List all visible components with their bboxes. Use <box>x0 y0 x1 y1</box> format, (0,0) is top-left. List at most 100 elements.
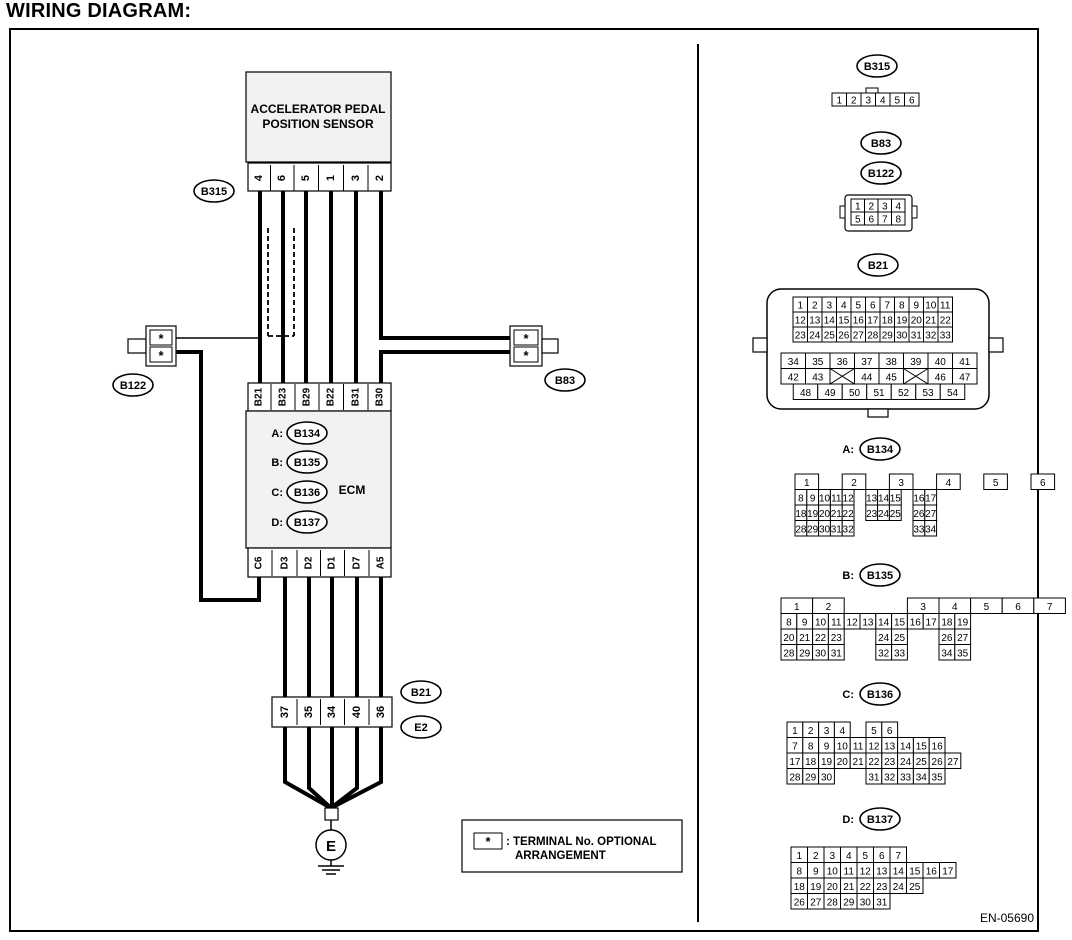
e2-tag: E2 <box>400 715 442 739</box>
b_b135-cell-24: 24 <box>878 633 890 644</box>
b21-cell-41: 41 <box>959 357 971 368</box>
svg-text:E2: E2 <box>414 722 427 734</box>
a_b134-cell-29: 29 <box>807 524 819 535</box>
c_b136-view-tag: B136 <box>859 682 901 706</box>
d_b137-cell-3: 3 <box>829 851 835 862</box>
c_b136-cell-21: 21 <box>853 757 865 768</box>
d_b137-cell-8: 8 <box>796 866 802 877</box>
c_b136-cell-31: 31 <box>868 772 880 783</box>
ecm-pin-B31: B31 <box>351 387 362 406</box>
sensor-label-line2: POSITION SENSOR <box>262 117 374 131</box>
ecm-pin-D7: D7 <box>352 556 363 569</box>
a_b134-prefix: A: <box>842 444 854 456</box>
b_b135-cell-26: 26 <box>941 633 953 644</box>
b315-cell-6: 6 <box>909 96 915 107</box>
b21-cell-31: 31 <box>911 331 923 342</box>
b_b135-cell-7: 7 <box>1047 602 1053 613</box>
b21-cell-45: 45 <box>886 372 898 383</box>
b21-cell-32: 32 <box>925 331 937 342</box>
c_b136-cell-27: 27 <box>947 757 959 768</box>
ecm-connector-b136-tag-label: B136 <box>294 487 320 499</box>
sensor-pin-3: 3 <box>350 175 362 181</box>
sensor-pin-1: 1 <box>325 175 337 181</box>
a_b134-cell-30: 30 <box>819 524 831 535</box>
b21-cell-16: 16 <box>853 316 865 327</box>
d_b137-cell-22: 22 <box>860 882 872 893</box>
a_b134-cell-26: 26 <box>913 509 925 520</box>
d_b137-view-tag-label: B137 <box>867 814 893 826</box>
b_b135-cell-5: 5 <box>984 602 990 613</box>
ecm-label: ECM <box>339 483 366 497</box>
d_b137-cell-5: 5 <box>862 851 868 862</box>
ecm-pin-B30: B30 <box>375 387 386 406</box>
b122-tag: B122 <box>112 373 154 397</box>
b21-cell-51: 51 <box>873 388 885 399</box>
legend-box: * : TERMINAL No. OPTIONAL ARRANGEMENT <box>461 819 683 873</box>
d_b137-cell-27: 27 <box>810 897 822 908</box>
d_b137-cell-10: 10 <box>827 866 839 877</box>
b_b135-cell-20: 20 <box>783 633 795 644</box>
b21-cell-6: 6 <box>870 301 876 312</box>
svg-text:E: E <box>326 838 336 855</box>
ground-pin-37: 37 <box>279 706 291 718</box>
c_b136-cell-26: 26 <box>932 757 944 768</box>
a_b134-cell-21: 21 <box>831 509 843 520</box>
d_b137-cell-7: 7 <box>895 851 901 862</box>
b21-cell-30: 30 <box>896 331 908 342</box>
sensor-connector <box>247 162 392 192</box>
d_b137-cell-20: 20 <box>827 882 839 893</box>
b21-cell-52: 52 <box>898 388 910 399</box>
d_b137-cell-29: 29 <box>843 897 855 908</box>
b21-cell-11: 11 <box>940 301 951 312</box>
c_b136-cell-5: 5 <box>871 726 877 737</box>
b21-cell-53: 53 <box>922 388 934 399</box>
d_b137-cell-1: 1 <box>796 851 802 862</box>
b_b135-cell-28: 28 <box>783 648 795 659</box>
b_b135-cell-11: 11 <box>831 617 842 628</box>
b21-cell-19: 19 <box>896 316 908 327</box>
ecm-pin-D3: D3 <box>280 556 291 569</box>
b21-cell-49: 49 <box>824 388 836 399</box>
c_b136-cell-34: 34 <box>916 772 928 783</box>
ecm-connector-prefix: B: <box>271 457 283 469</box>
b315-view-tag: B315 <box>856 54 898 78</box>
b21-cell-14: 14 <box>824 316 836 327</box>
b21-cell-42: 42 <box>788 372 800 383</box>
b_b135-cell-14: 14 <box>878 617 890 628</box>
svg-text:*: * <box>158 348 164 363</box>
b21-cell-24: 24 <box>809 331 821 342</box>
b21-cell-38: 38 <box>886 357 898 368</box>
c_b136-cell-35: 35 <box>932 772 944 783</box>
a_b134-cell-13: 13 <box>866 493 878 504</box>
b_b135-cell-18: 18 <box>941 617 953 628</box>
d_b137-view-tag: B137 <box>859 807 901 831</box>
c_b136-cell-3: 3 <box>824 726 830 737</box>
b_b135-cell-6: 6 <box>1015 602 1021 613</box>
c_b136-cell-25: 25 <box>916 757 928 768</box>
c_b136-cell-23: 23 <box>884 757 896 768</box>
d_b137-cell-9: 9 <box>813 866 819 877</box>
b21-view-tag: B21 <box>857 253 899 277</box>
d_b137-cell-17: 17 <box>942 866 954 877</box>
a_b134-cell-32: 32 <box>843 524 855 535</box>
b_b135-cell-30: 30 <box>815 648 827 659</box>
b83-tag: B83 <box>544 368 586 392</box>
a_b134-cell-24: 24 <box>878 509 890 520</box>
ecm-connector-prefix: C: <box>271 487 283 499</box>
c_b136-cell-15: 15 <box>916 741 928 752</box>
b21-cell-5: 5 <box>855 301 861 312</box>
a_b134-cell-10: 10 <box>819 493 831 504</box>
b21-cell-15: 15 <box>838 316 850 327</box>
ecm-pin-A5: A5 <box>376 556 387 569</box>
b21-cell-1: 1 <box>797 301 803 312</box>
b_b135-cell-10: 10 <box>815 617 827 628</box>
b21-cell-26: 26 <box>838 331 850 342</box>
b21-cell-36: 36 <box>837 357 849 368</box>
c_b136-cell-11: 11 <box>853 741 864 752</box>
d_b137-cell-28: 28 <box>827 897 839 908</box>
a_b134-cell-31: 31 <box>831 524 843 535</box>
a_b134-cell-2: 2 <box>851 478 857 489</box>
